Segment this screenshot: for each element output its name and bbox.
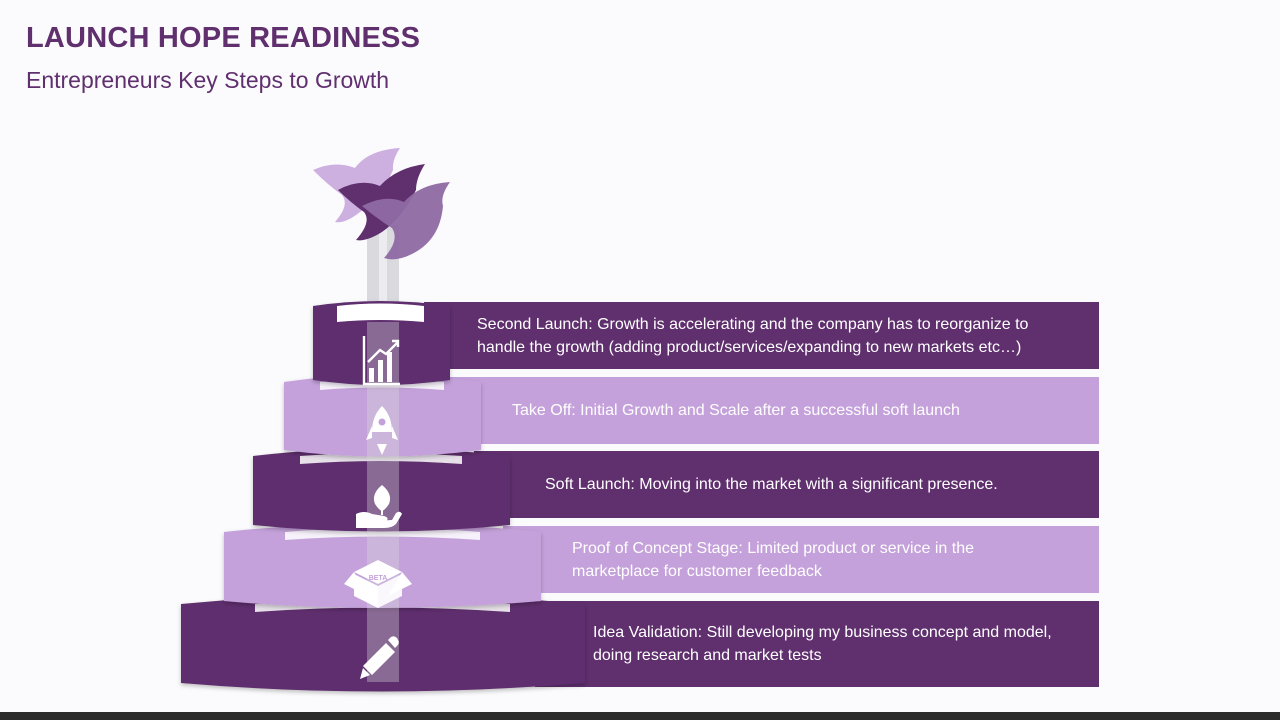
step-band-take-off: Take Off: Initial Growth and Scale after…	[444, 377, 1099, 444]
pencil-icon	[360, 636, 399, 679]
beta-label: BETA	[369, 575, 388, 582]
step-text-proof-of-concept: Proof of Concept Stage: Limited product …	[572, 539, 974, 580]
bottom-bar	[0, 712, 1280, 720]
step-band-second-launch: Second Launch: Growth is accelerating an…	[424, 302, 1099, 369]
page-title: LAUNCH HOPE READINESS	[26, 22, 421, 54]
tier-second-launch	[313, 301, 450, 385]
step-text-soft-launch: Soft Launch: Moving into the market with…	[545, 476, 998, 493]
step-text-take-off: Take Off: Initial Growth and Scale after…	[512, 402, 960, 419]
beta-box-icon: BETA	[344, 560, 412, 608]
doves-icon	[313, 148, 450, 260]
step-text-second-launch: Second Launch: Growth is accelerating an…	[477, 315, 1029, 356]
growth-chart-icon	[362, 336, 400, 386]
step-band-soft-launch: Soft Launch: Moving into the market with…	[474, 451, 1099, 518]
rocket-icon	[366, 406, 398, 455]
page-subtitle: Entrepreneurs Key Steps to Growth	[26, 67, 390, 93]
step-band-proof-of-concept: Proof of Concept Stage: Limited product …	[503, 526, 1099, 593]
step-band-idea-validation: Idea Validation: Still developing my bus…	[535, 601, 1099, 687]
step-text-idea-validation: Idea Validation: Still developing my bus…	[593, 624, 1052, 664]
plant-in-hand-icon	[356, 485, 402, 528]
